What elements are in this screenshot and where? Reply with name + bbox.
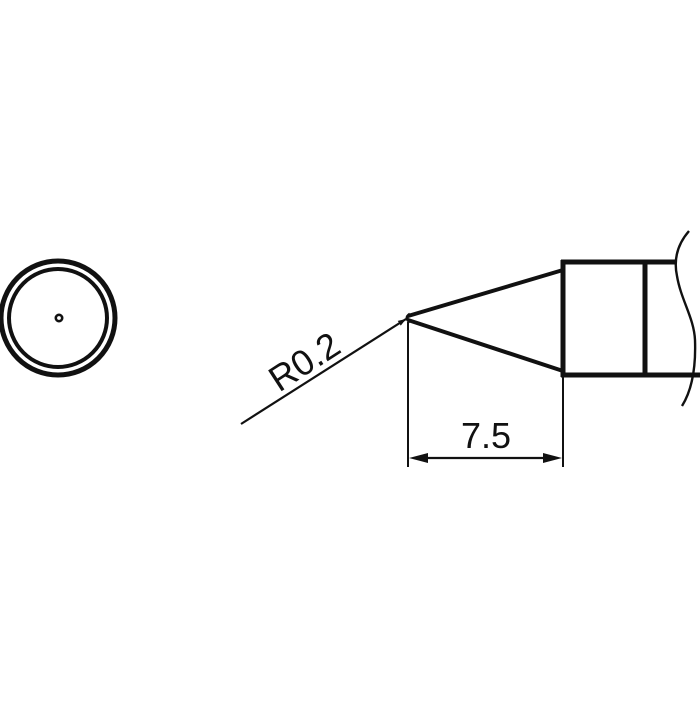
leader-line <box>240 318 407 425</box>
length-dimension <box>407 322 564 467</box>
cone-upper-edge <box>407 268 564 318</box>
outer-circle <box>0 258 118 378</box>
dimension-arrow-right <box>543 453 562 463</box>
cone-lower-edge <box>407 318 564 373</box>
end-view <box>0 258 118 378</box>
side-view <box>405 230 700 407</box>
center-point <box>54 313 64 323</box>
inner-circle <box>7 267 109 369</box>
radius-label: R0.2 <box>261 324 347 400</box>
tip-radius <box>405 312 411 324</box>
break-line <box>674 230 697 407</box>
dimension-arrow-left <box>409 453 428 463</box>
length-label: 7.5 <box>461 415 511 456</box>
radius-leader <box>240 318 407 425</box>
